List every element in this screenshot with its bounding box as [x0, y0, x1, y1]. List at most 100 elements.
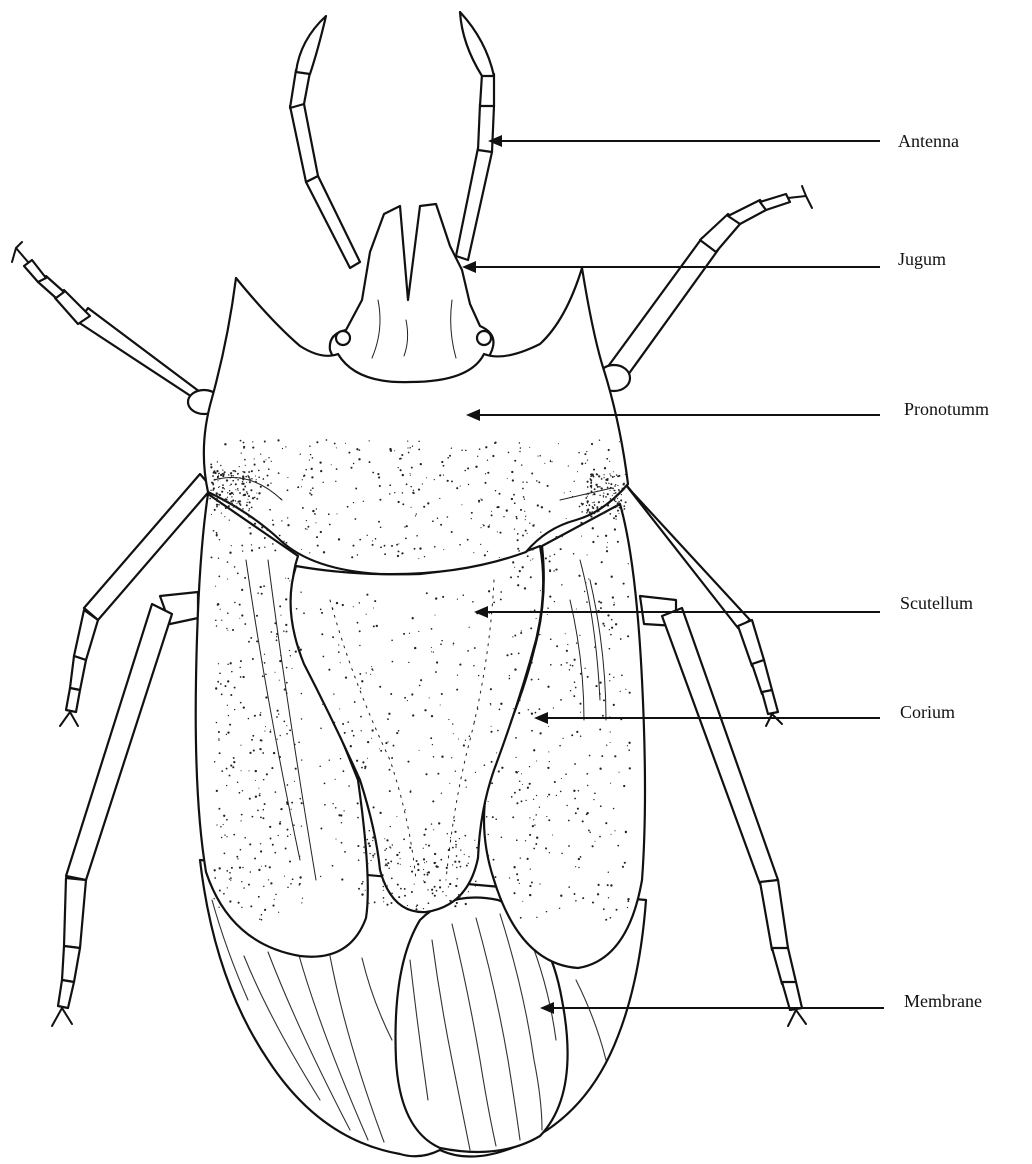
stipple-dot [279, 605, 281, 607]
stipple-dot [260, 712, 261, 713]
stipple-dot [613, 493, 614, 494]
stipple-dot [320, 609, 322, 611]
stipple-dot [252, 658, 254, 660]
stipple-dot [242, 471, 243, 472]
stipple-dot [522, 784, 523, 785]
stipple-dot [252, 447, 254, 449]
stipple-dot [532, 549, 534, 551]
stipple-dot [610, 487, 612, 489]
stipple-dot [466, 786, 467, 787]
stipple-dot [599, 836, 601, 838]
stipple-dot [529, 834, 531, 836]
stipple-dot [418, 441, 419, 442]
stipple-dot [351, 556, 353, 558]
stipple-dot [231, 545, 232, 546]
stipple-dot [279, 535, 281, 537]
stipple-dot [424, 709, 426, 711]
front-right-leg [598, 186, 812, 391]
stipple-dot [264, 654, 265, 655]
stipple-dot [584, 668, 585, 669]
stipple-dot [569, 669, 570, 670]
stipple-dot [448, 719, 449, 720]
stipple-dot [226, 836, 227, 837]
stipple-dot [592, 845, 594, 847]
stipple-dot [423, 848, 424, 849]
stipple-dot [358, 859, 360, 861]
stipple-dot [610, 483, 612, 485]
stipple-dot [466, 865, 468, 867]
stipple-dot [342, 604, 344, 606]
stipple-dot [519, 442, 520, 443]
stipple-dot [224, 488, 225, 489]
stipple-dot [617, 510, 619, 512]
stipple-dot [256, 479, 257, 480]
stipple-dot [587, 676, 589, 678]
stipple-dot [240, 440, 242, 442]
stipple-dot [254, 523, 256, 525]
stipple-dot [294, 744, 296, 746]
stipple-dot [539, 807, 540, 808]
stipple-dot [603, 699, 605, 701]
stipple-dot [328, 513, 330, 515]
stipple-dot [216, 534, 218, 536]
stipple-dot [386, 904, 388, 906]
stipple-dot [256, 493, 257, 494]
stipple-dot [219, 867, 221, 869]
stipple-dot [335, 481, 336, 482]
stipple-dot [311, 476, 313, 478]
stipple-dot [320, 531, 322, 533]
stipple-dot [261, 919, 263, 921]
stipple-dot [383, 897, 385, 899]
stipple-dot [359, 449, 361, 451]
stipple-dot [221, 620, 222, 621]
stipple-dot [440, 859, 442, 861]
stipple-dot [257, 810, 259, 812]
stipple-dot [433, 651, 434, 652]
stipple-dot [338, 651, 340, 653]
stipple-dot [599, 439, 600, 440]
stipple-dot [474, 840, 475, 841]
stipple-dot [614, 602, 615, 603]
stipple-dot [286, 725, 287, 726]
stipple-dot [585, 463, 586, 464]
stipple-dot [493, 859, 495, 861]
stipple-dot [264, 547, 265, 548]
stipple-dot [535, 712, 537, 714]
stipple-dot [361, 730, 362, 731]
stipple-dot [615, 515, 617, 517]
stipple-dot [593, 493, 595, 495]
stipple-dot [410, 791, 412, 793]
stipple-dot [613, 517, 615, 519]
stipple-dot [410, 790, 411, 791]
stipple-dot [603, 497, 604, 498]
stipple-dot [287, 829, 289, 831]
stipple-dot [315, 522, 316, 523]
stipple-dot [418, 489, 420, 491]
stipple-dot [252, 497, 254, 499]
stipple-dot [220, 465, 221, 466]
stipple-dot [478, 675, 479, 676]
stipple-dot [227, 630, 228, 631]
stipple-dot [278, 713, 279, 714]
stipple-dot [263, 886, 264, 887]
stipple-dot [211, 482, 213, 484]
stipple-dot [464, 779, 466, 781]
stipple-dot [436, 661, 438, 663]
stipple-dot [323, 551, 325, 553]
stipple-dot [243, 494, 245, 496]
stipple-dot [355, 518, 357, 520]
stipple-dot [270, 483, 271, 484]
stipple-dot [283, 630, 284, 631]
stipple-dot [260, 739, 262, 741]
stipple-dot [418, 631, 419, 632]
stipple-dot [344, 732, 346, 734]
stipple-dot [223, 893, 225, 895]
stipple-dot [212, 495, 213, 496]
stipple-dot [255, 780, 256, 781]
stipple-dot [379, 748, 380, 749]
stipple-dot [449, 455, 451, 457]
stipple-dot [224, 834, 225, 835]
stipple-dot [256, 498, 258, 500]
stipple-dot [549, 560, 551, 562]
stipple-dot [241, 589, 243, 591]
